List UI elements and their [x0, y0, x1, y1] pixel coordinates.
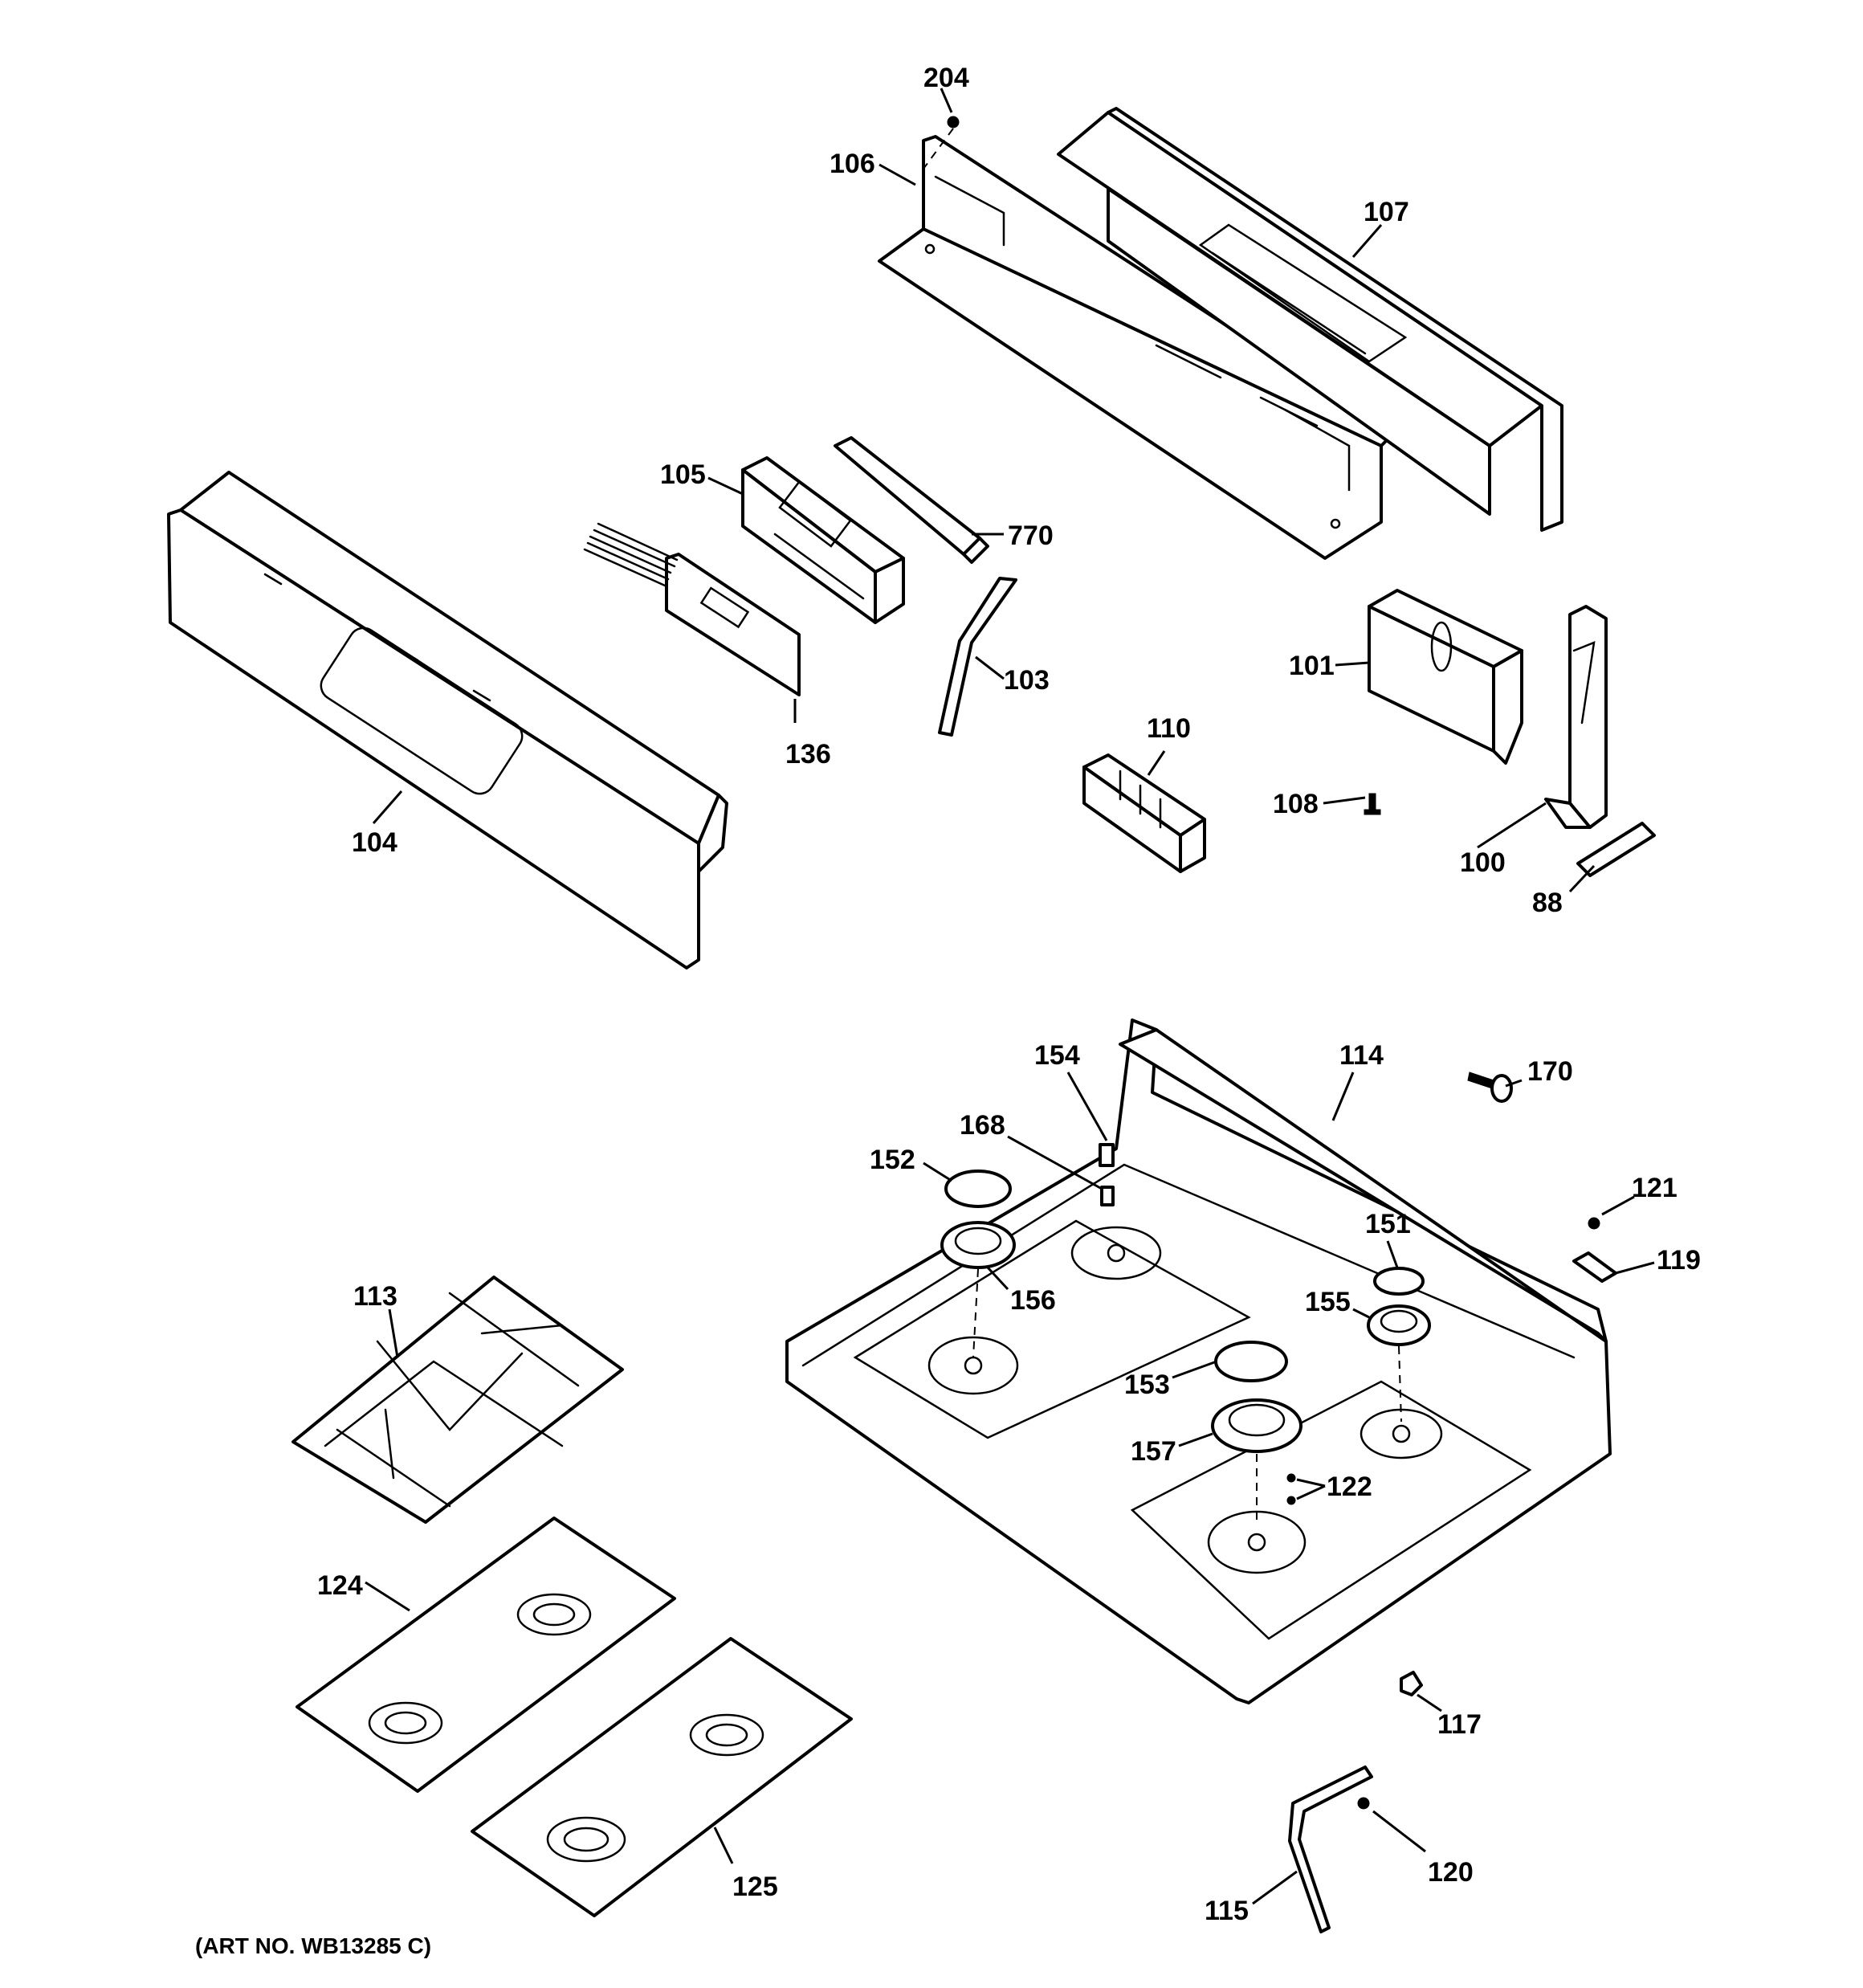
part-770-bracket: [834, 436, 989, 564]
callout-770: 770: [1008, 520, 1054, 551]
ribbon-cable: [583, 522, 679, 587]
part-122-screws: [1286, 1473, 1296, 1505]
art-number-caption: (ART NO. WB13285 C): [195, 1933, 431, 1958]
callout-105: 105: [660, 459, 706, 490]
callout-124: 124: [317, 1570, 363, 1601]
callout-168: 168: [960, 1110, 1005, 1141]
part-106-rear-panel: [878, 135, 1395, 560]
callout-114: 114: [1339, 1040, 1384, 1071]
callout-103: 103: [1004, 665, 1050, 696]
leader-lines: [365, 88, 1655, 1905]
part-121-screw: [1588, 1217, 1600, 1230]
part-153-burner-cap: [1214, 1341, 1288, 1382]
callout-122: 122: [1327, 1472, 1372, 1502]
callout-113: 113: [353, 1281, 397, 1312]
part-204-screw: [923, 116, 960, 169]
part-157-burner-head: [1211, 1398, 1302, 1453]
callout-119: 119: [1657, 1245, 1701, 1276]
callout-labels: 204 106 107 105 770 101 103 136 104 110 …: [317, 63, 1701, 1926]
callout-125: 125: [732, 1872, 778, 1902]
callout-88: 88: [1532, 888, 1563, 918]
callout-106: 106: [830, 149, 875, 179]
part-124-drip-pan: [296, 1517, 676, 1793]
callout-156: 156: [1010, 1285, 1056, 1316]
callout-152: 152: [870, 1145, 915, 1175]
part-125-drip-pan: [471, 1637, 853, 1917]
part-120-screw: [1357, 1797, 1370, 1810]
part-103-rod: [938, 577, 1017, 737]
part-88-clip: [1576, 822, 1656, 877]
part-105-clock-control: [741, 456, 905, 624]
callout-107: 107: [1364, 197, 1409, 227]
callout-136: 136: [785, 739, 831, 769]
callout-157: 157: [1131, 1436, 1176, 1467]
callout-153: 153: [1124, 1370, 1170, 1400]
part-113-grate: [291, 1276, 624, 1524]
part-115-ground-strap: [1288, 1766, 1373, 1933]
callout-120: 120: [1428, 1857, 1474, 1888]
callout-170: 170: [1527, 1056, 1573, 1087]
part-154-orifice: [1099, 1143, 1115, 1167]
part-107-panel: [1057, 107, 1563, 532]
callout-101: 101: [1289, 651, 1335, 681]
callout-100: 100: [1460, 847, 1506, 878]
part-114-cooktop: [785, 1018, 1612, 1704]
callout-154: 154: [1034, 1040, 1080, 1071]
callout-108: 108: [1273, 789, 1319, 819]
callout-155: 155: [1305, 1287, 1351, 1317]
callout-110: 110: [1147, 713, 1191, 744]
callout-151: 151: [1365, 1209, 1411, 1239]
part-136-touch-pad: [583, 522, 801, 696]
part-104-control-panel: [167, 471, 728, 970]
part-155-burner-head: [1367, 1304, 1431, 1346]
part-151-burner-cap: [1373, 1267, 1425, 1296]
part-168-spreader: [1100, 1186, 1115, 1206]
part-156-burner-head: [940, 1221, 1016, 1269]
part-100-side-trim: [1544, 605, 1608, 829]
callout-104: 104: [352, 827, 397, 858]
callout-115: 115: [1205, 1896, 1249, 1926]
callout-117: 117: [1437, 1709, 1482, 1740]
part-110-block: [1082, 753, 1206, 873]
part-117-nut: [1400, 1671, 1423, 1696]
part-152-burner-cap: [944, 1170, 1012, 1208]
part-119-bracket: [1572, 1251, 1617, 1283]
callout-204: 204: [923, 63, 969, 93]
part-170-screw: [1467, 1072, 1513, 1103]
callout-121: 121: [1632, 1173, 1678, 1203]
part-108-screw: [1364, 793, 1381, 815]
part-101-bracket: [1368, 589, 1523, 765]
